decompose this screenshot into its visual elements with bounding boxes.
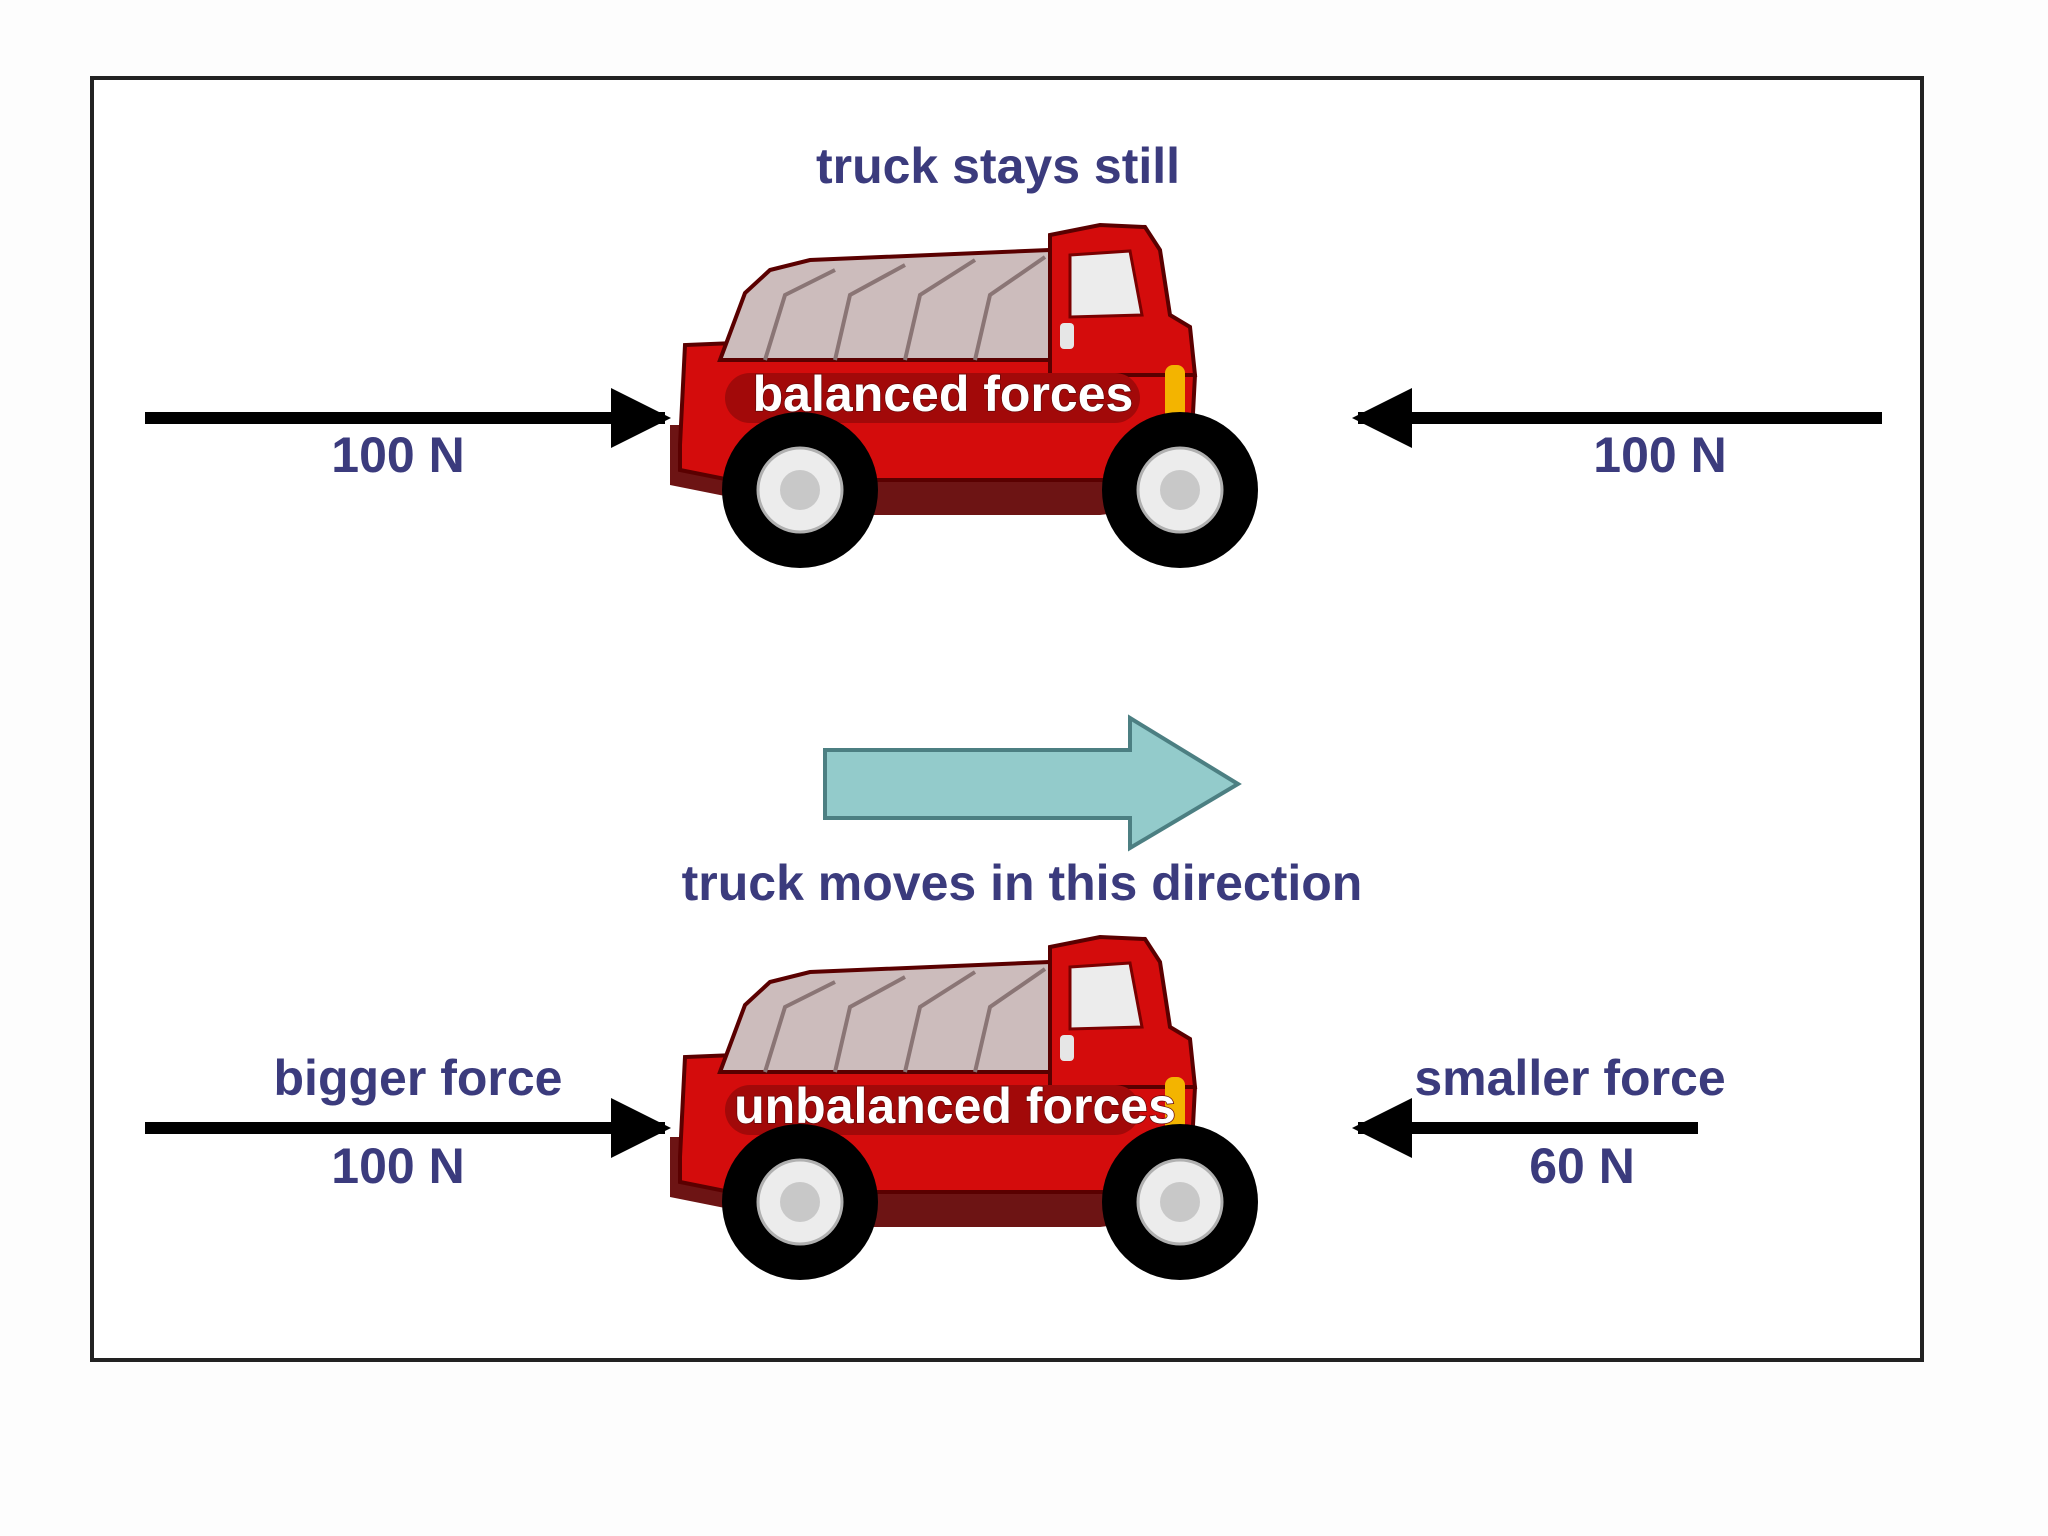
top-left-force-label: 100 N bbox=[331, 427, 464, 483]
bottom-truck-label: unbalanced forces bbox=[734, 1078, 1176, 1134]
top-right-force-label: 100 N bbox=[1593, 427, 1726, 483]
top-title: truck stays still bbox=[816, 138, 1180, 194]
bottom-left-title: bigger force bbox=[274, 1050, 563, 1106]
top-truck-label: balanced forces bbox=[753, 366, 1134, 422]
direction-arrow bbox=[823, 714, 1242, 852]
bottom-left-force-label: 100 N bbox=[331, 1138, 464, 1194]
bottom-right-title: smaller force bbox=[1414, 1050, 1725, 1106]
bottom-right-force-label: 60 N bbox=[1529, 1138, 1635, 1194]
direction-label: truck moves in this direction bbox=[682, 855, 1363, 911]
